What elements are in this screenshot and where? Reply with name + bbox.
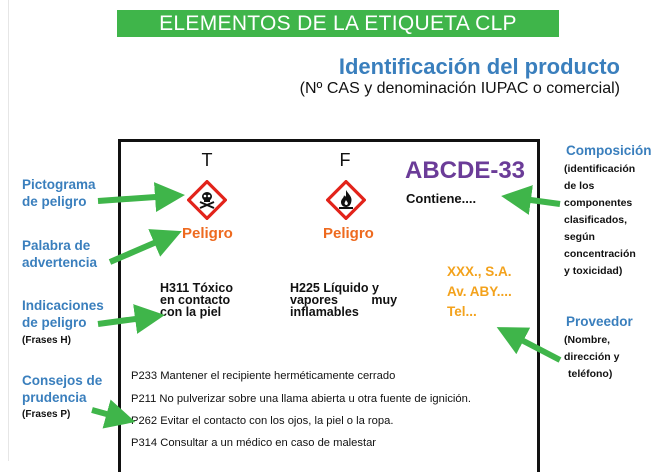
supplier-note: (Nombre, dirección y teléfono) bbox=[564, 332, 619, 383]
arrow-hazard bbox=[97, 304, 165, 334]
composition-label: Composición bbox=[566, 143, 652, 158]
hazard-statement-1: H311 Tóxico en contacto con la piel bbox=[160, 281, 233, 319]
supplier-note-line3: teléfono) bbox=[568, 368, 613, 380]
product-id-note: (Nº CAS y denominación IUPAC o comercial… bbox=[299, 80, 620, 97]
supplier-note-line1: (Nombre, bbox=[564, 334, 611, 346]
skull-crossbones-icon bbox=[187, 180, 227, 220]
composition-note-line3: componentes bbox=[564, 197, 633, 209]
pictogram-letter-f: F bbox=[339, 150, 351, 170]
composition-note-line4: clasificados, bbox=[564, 214, 628, 226]
page-edge-line bbox=[8, 0, 9, 461]
banner-title: ELEMENTOS DE LA ETIQUETA CLP bbox=[117, 10, 559, 37]
arrow-pictogram bbox=[97, 182, 185, 213]
precautionary-statement-3: P262 Evitar el contacto con los ojos, la… bbox=[131, 415, 394, 427]
precautionary-statement-2: P211 No pulverizar sobre una llama abier… bbox=[131, 393, 471, 405]
product-name: ABCDE-33 bbox=[405, 157, 526, 184]
arrow-supplier bbox=[496, 327, 562, 363]
hazard-statements-label: Indicaciones de peligro bbox=[22, 297, 104, 331]
hazard-1-line1: H311 Tóxico bbox=[160, 281, 233, 295]
composition-note-line5: según bbox=[564, 231, 595, 243]
signal-word-label-line2: advertencia bbox=[22, 255, 98, 270]
composition-note-line1: (identificación bbox=[564, 163, 636, 175]
arrow-precautionary bbox=[91, 399, 136, 429]
pictogram-label-line2: de peligro bbox=[22, 194, 87, 209]
precautionary-label-line2: prudencia bbox=[22, 390, 87, 405]
pictogram-label: Pictograma de peligro bbox=[22, 176, 96, 210]
supplier-block: XXX., S.A. Av. ABY.... Tel... bbox=[447, 262, 512, 322]
signal-word-2: Peligro bbox=[323, 225, 374, 242]
supplier-name: XXX., S.A. bbox=[447, 264, 512, 279]
pictogram-letter-t: T bbox=[201, 150, 213, 170]
hazard-statements-label-line2: de peligro bbox=[22, 315, 87, 330]
precautionary-statement-1: P233 Mantener el recipiente herméticamen… bbox=[131, 370, 396, 382]
composition-note-line6: concentración bbox=[564, 248, 636, 260]
composition-note-line2: de los bbox=[564, 180, 595, 192]
hazard-2-line2: vapores muy bbox=[290, 293, 398, 307]
supplier-address: Av. ABY.... bbox=[447, 284, 512, 299]
composition-note: (identificación de los componentes clasi… bbox=[564, 161, 636, 280]
hazard-2-line3: inflamables bbox=[290, 305, 359, 319]
arrow-composition bbox=[501, 185, 561, 215]
composition-note-line7: y toxicidad) bbox=[564, 265, 623, 277]
supplier-label: Proveedor bbox=[566, 314, 633, 329]
label-frame bbox=[118, 139, 540, 472]
signal-word-label: Palabra de advertencia bbox=[22, 237, 97, 271]
product-id-title: Identificación del producto bbox=[338, 54, 620, 79]
supplier-phone: Tel... bbox=[447, 304, 477, 319]
precautionary-label-line1: Consejos de bbox=[22, 373, 103, 388]
hazard-statements-note: (Frases H) bbox=[22, 335, 71, 346]
pictogram-label-line1: Pictograma bbox=[22, 177, 96, 192]
precautionary-label: Consejos de prudencia bbox=[22, 372, 102, 406]
precautionary-note: (Frases P) bbox=[22, 409, 71, 420]
arrows-layer bbox=[91, 182, 562, 429]
hazard-2-line1: H225 Líquido y bbox=[290, 281, 379, 295]
signal-word-label-line1: Palabra de bbox=[22, 238, 91, 253]
precautionary-statement-4: P314 Consultar a un médico en caso de ma… bbox=[131, 437, 377, 449]
hazard-2-line2-wrap: vapores muy bbox=[290, 293, 410, 307]
hazard-1-line3: con la piel bbox=[160, 305, 222, 319]
hazard-statements-label-line1: Indicaciones bbox=[22, 298, 104, 313]
supplier-note-line2: dirección y bbox=[564, 351, 620, 363]
hazard-statement-2: H225 Líquido y vapores muy inflamables bbox=[290, 281, 410, 319]
signal-word-1: Peligro bbox=[182, 225, 233, 242]
hazard-1-line2: en contacto bbox=[160, 293, 231, 307]
arrow-signal-word bbox=[108, 229, 182, 265]
flame-icon bbox=[326, 180, 366, 220]
contains-text: Contiene.... bbox=[406, 191, 477, 206]
